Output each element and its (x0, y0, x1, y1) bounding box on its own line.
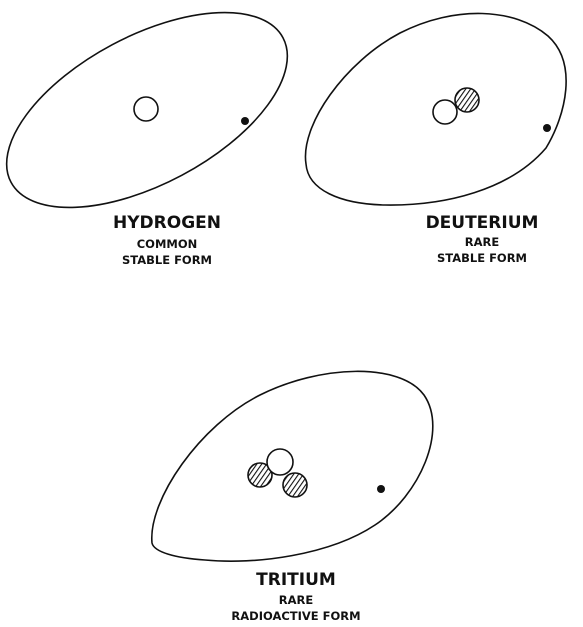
tritium-abundance: RARE (279, 593, 314, 607)
hydrogen-proton (134, 97, 158, 121)
deuterium-proton (433, 100, 457, 124)
tritium-stability: RADIOACTIVE FORM (231, 609, 360, 623)
deuterium-neutron (455, 88, 479, 112)
tritium-proton (267, 449, 293, 475)
hydrogen-electron (241, 117, 249, 125)
deuterium-electron (543, 124, 551, 132)
hydrogen-stability: STABLE FORM (122, 253, 212, 267)
hydrogen-abundance: COMMON (137, 237, 198, 251)
deuterium-stability: STABLE FORM (437, 251, 527, 265)
hydrogen-label: HYDROGEN COMMON STABLE FORM (113, 213, 221, 267)
tritium-electron (377, 485, 385, 493)
hydrogen-name: HYDROGEN (113, 213, 221, 233)
deuterium-abundance: RARE (465, 235, 500, 249)
hydrogen-orbit (0, 0, 318, 248)
hydrogen-atom (0, 0, 318, 248)
tritium-label: TRITIUM RARE RADIOACTIVE FORM (231, 570, 360, 623)
tritium-name: TRITIUM (256, 570, 336, 590)
deuterium-label: DEUTERIUM RARE STABLE FORM (426, 213, 539, 265)
deuterium-name: DEUTERIUM (426, 213, 539, 233)
deuterium-atom (305, 13, 566, 205)
tritium-atom (152, 371, 433, 561)
tritium-neutron-right (283, 473, 307, 497)
